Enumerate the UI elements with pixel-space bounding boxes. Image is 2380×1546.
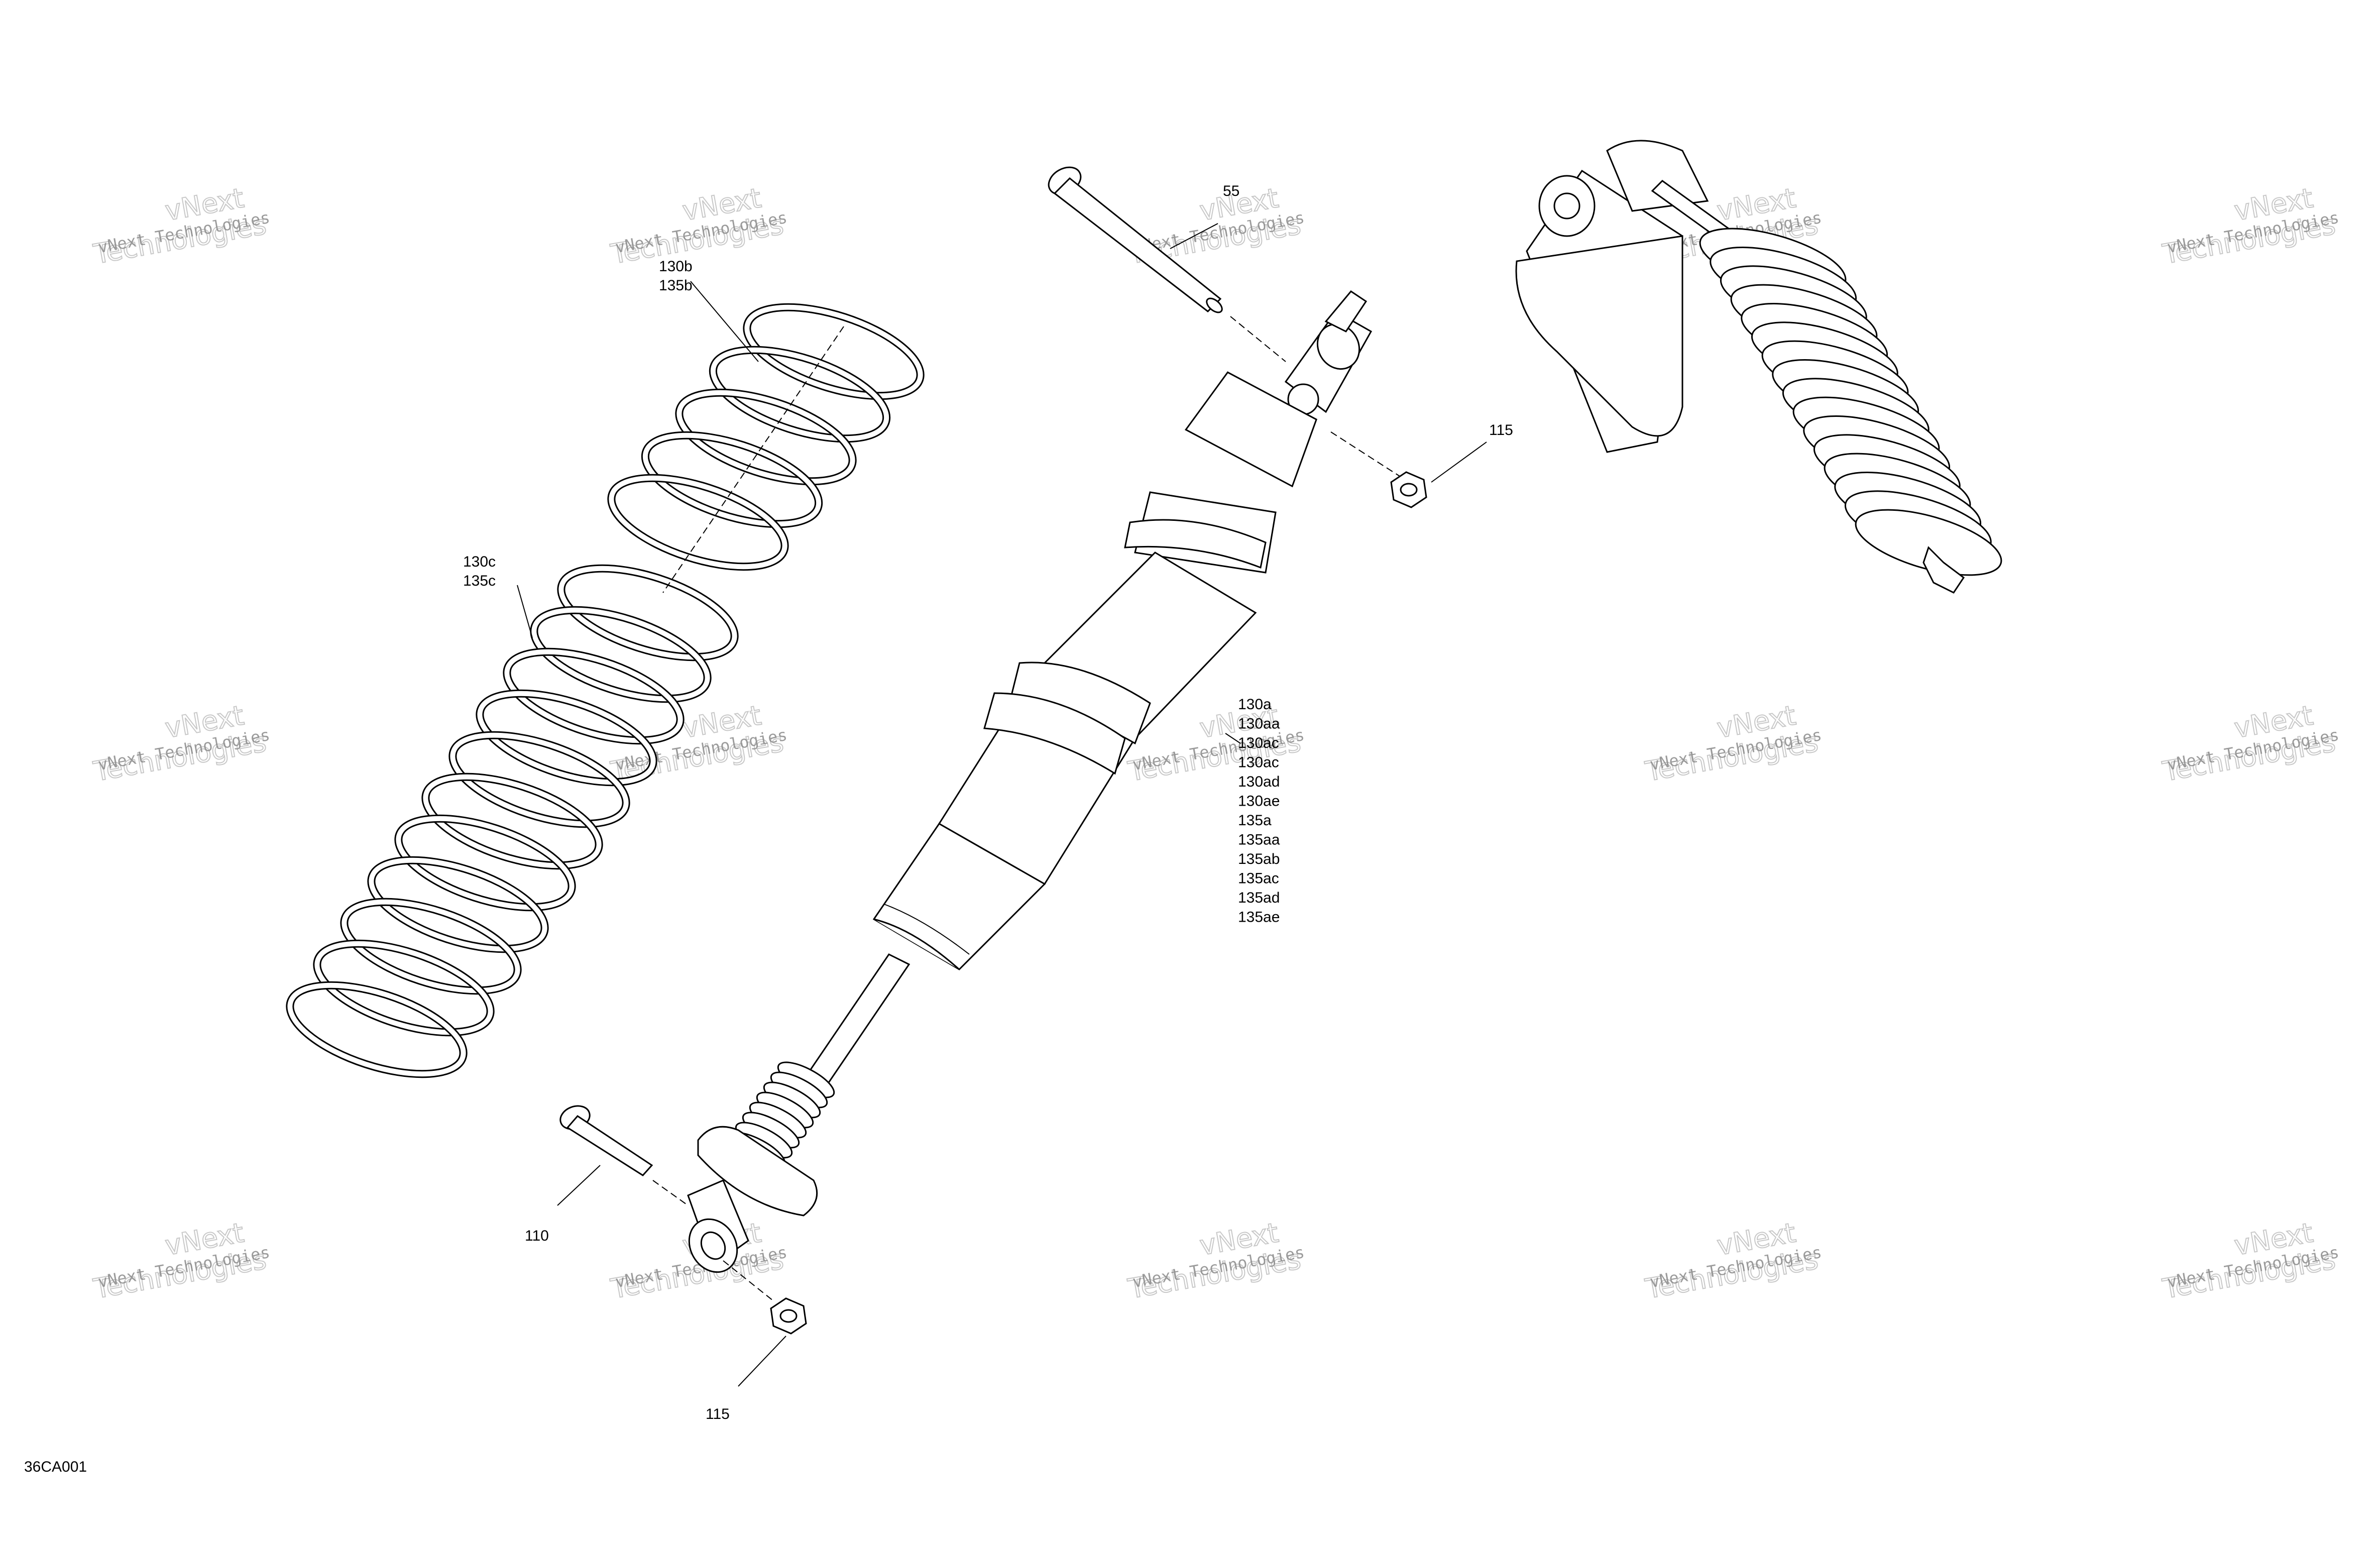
label-shock-item: 135a bbox=[1238, 812, 1272, 829]
label-shock-item: 130ac bbox=[1238, 754, 1279, 771]
diagram-id: 36CA001 bbox=[24, 1459, 87, 1475]
spring-coil-inner bbox=[450, 732, 629, 827]
nut-115-lower bbox=[770, 1297, 807, 1335]
label-spring-upper-a: 130b bbox=[659, 258, 693, 275]
label-shock-item: 135ab bbox=[1238, 851, 1280, 867]
spring-coil-inner bbox=[531, 607, 710, 702]
spring-coil-inner bbox=[423, 774, 602, 868]
leader-lines bbox=[517, 223, 1487, 1387]
spring-coil-inner bbox=[710, 347, 889, 441]
spring-upper bbox=[607, 303, 925, 571]
spring-coil-inner bbox=[504, 649, 683, 743]
label-shock-item: 135ac bbox=[1238, 870, 1279, 887]
spring-coil-inner bbox=[676, 390, 855, 484]
label-shock-item: 130ad bbox=[1238, 774, 1280, 790]
shock-label-list: 130a 130aa 130ac 130ac 130ad 130ae 135a 135aa 13… bbox=[1238, 696, 1280, 926]
label-115-lower: 115 bbox=[706, 1406, 730, 1422]
label-55: 55 bbox=[1223, 183, 1239, 199]
label-spring-upper-b: 135b bbox=[659, 277, 693, 294]
spring-coil-inner bbox=[396, 816, 575, 910]
label-110: 110 bbox=[525, 1228, 549, 1244]
spring-coil-inner bbox=[287, 982, 466, 1077]
spring-lower bbox=[286, 564, 739, 1078]
bolt-110 bbox=[559, 1105, 689, 1206]
label-shock-item: 135aa bbox=[1238, 832, 1280, 848]
assembly-coil bbox=[1855, 509, 2002, 576]
spring-coil-inner bbox=[369, 857, 547, 952]
spring-coil-inner bbox=[642, 432, 822, 527]
label-spring-lower-a: 130c bbox=[463, 554, 496, 570]
shock-absorber bbox=[687, 290, 1402, 1301]
bolt-55 bbox=[1048, 166, 1286, 362]
nut-115-upper bbox=[1390, 471, 1427, 508]
spring-coil-inner bbox=[477, 691, 656, 785]
spring-coil-inner bbox=[342, 899, 520, 993]
label-shock-item: 130aa bbox=[1238, 716, 1280, 732]
label-shock-item: 130a bbox=[1238, 696, 1272, 713]
assembled-spring bbox=[1699, 228, 2002, 576]
assembled-shock bbox=[1515, 140, 2002, 594]
label-spring-lower-b: 135c bbox=[463, 573, 496, 589]
label-shock-item: 135ae bbox=[1238, 909, 1280, 926]
label-115-upper: 115 bbox=[1489, 422, 1513, 438]
spring-coil-inner bbox=[558, 566, 737, 660]
spring-coil-inner bbox=[744, 304, 923, 399]
label-shock-item: 130ac bbox=[1238, 735, 1279, 751]
label-shock-item: 130ae bbox=[1238, 793, 1280, 810]
spring-axis-line bbox=[662, 326, 844, 593]
spring-coil-inner bbox=[314, 941, 493, 1035]
label-shock-item: 135ad bbox=[1238, 890, 1280, 906]
